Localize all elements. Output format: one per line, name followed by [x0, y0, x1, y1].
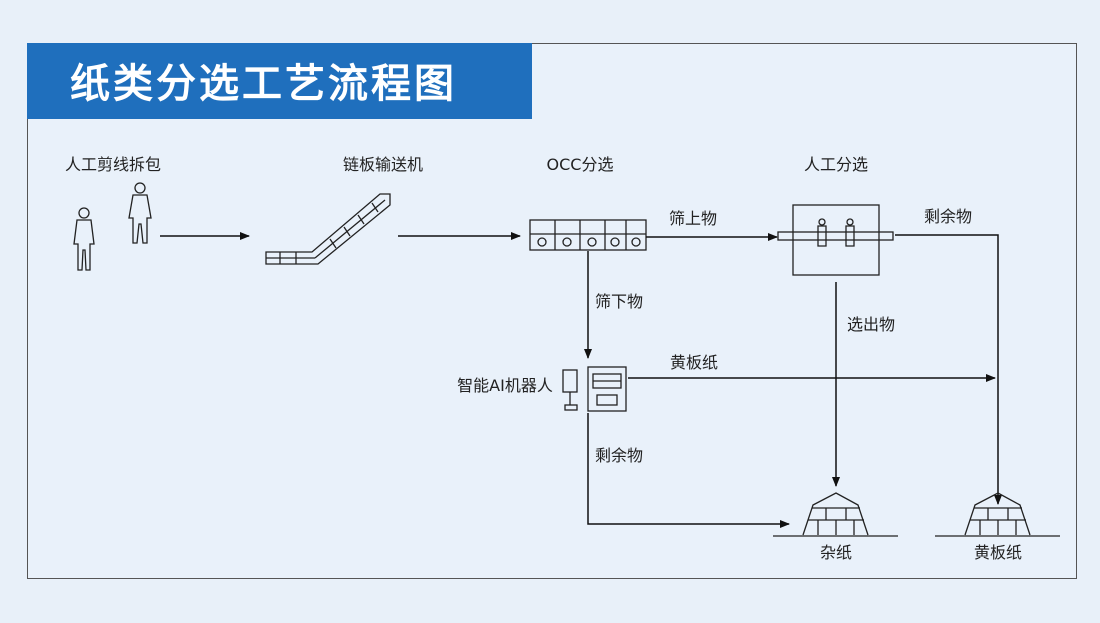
chain-conveyor-icon — [265, 193, 391, 265]
label-ai-robot: 智能AI机器人 — [457, 376, 553, 395]
label-manual-sort: 人工分选 — [804, 155, 868, 174]
label-chain-conveyor: 链板输送机 — [343, 155, 423, 174]
flow-label-picked-out: 选出物 — [847, 315, 895, 334]
diagram-frame — [27, 43, 1077, 579]
occ-screen-icon — [529, 219, 647, 251]
flow-label-screen-under: 筛下物 — [595, 292, 643, 311]
page-title: 纸类分选工艺流程图 — [70, 61, 457, 107]
arrow-robot-remainder-to-mixed — [587, 413, 790, 528]
flow-label-kraft: 黄板纸 — [670, 353, 718, 372]
flow-label-screen-over: 筛上物 — [669, 209, 717, 228]
output-label-mixed-paper: 杂纸 — [820, 543, 852, 562]
label-occ-sort: OCC分选 — [547, 155, 614, 174]
label-manual-unpack: 人工剪线拆包 — [65, 155, 161, 174]
title-banner — [27, 43, 532, 119]
mixed-paper-pile-icon — [773, 492, 898, 537]
manual-sort-station-icon — [777, 204, 894, 276]
arrow-manual-remainder-to-kraft — [895, 234, 1002, 505]
worker-icon — [73, 182, 152, 271]
flow-label-remainder-top: 剩余物 — [924, 207, 972, 226]
ai-robot-icon — [562, 366, 627, 412]
output-label-kraft-paper: 黄板纸 — [974, 543, 1022, 562]
kraft-paper-pile-icon — [935, 492, 1060, 537]
flow-label-remainder-bottom: 剩余物 — [595, 446, 643, 465]
